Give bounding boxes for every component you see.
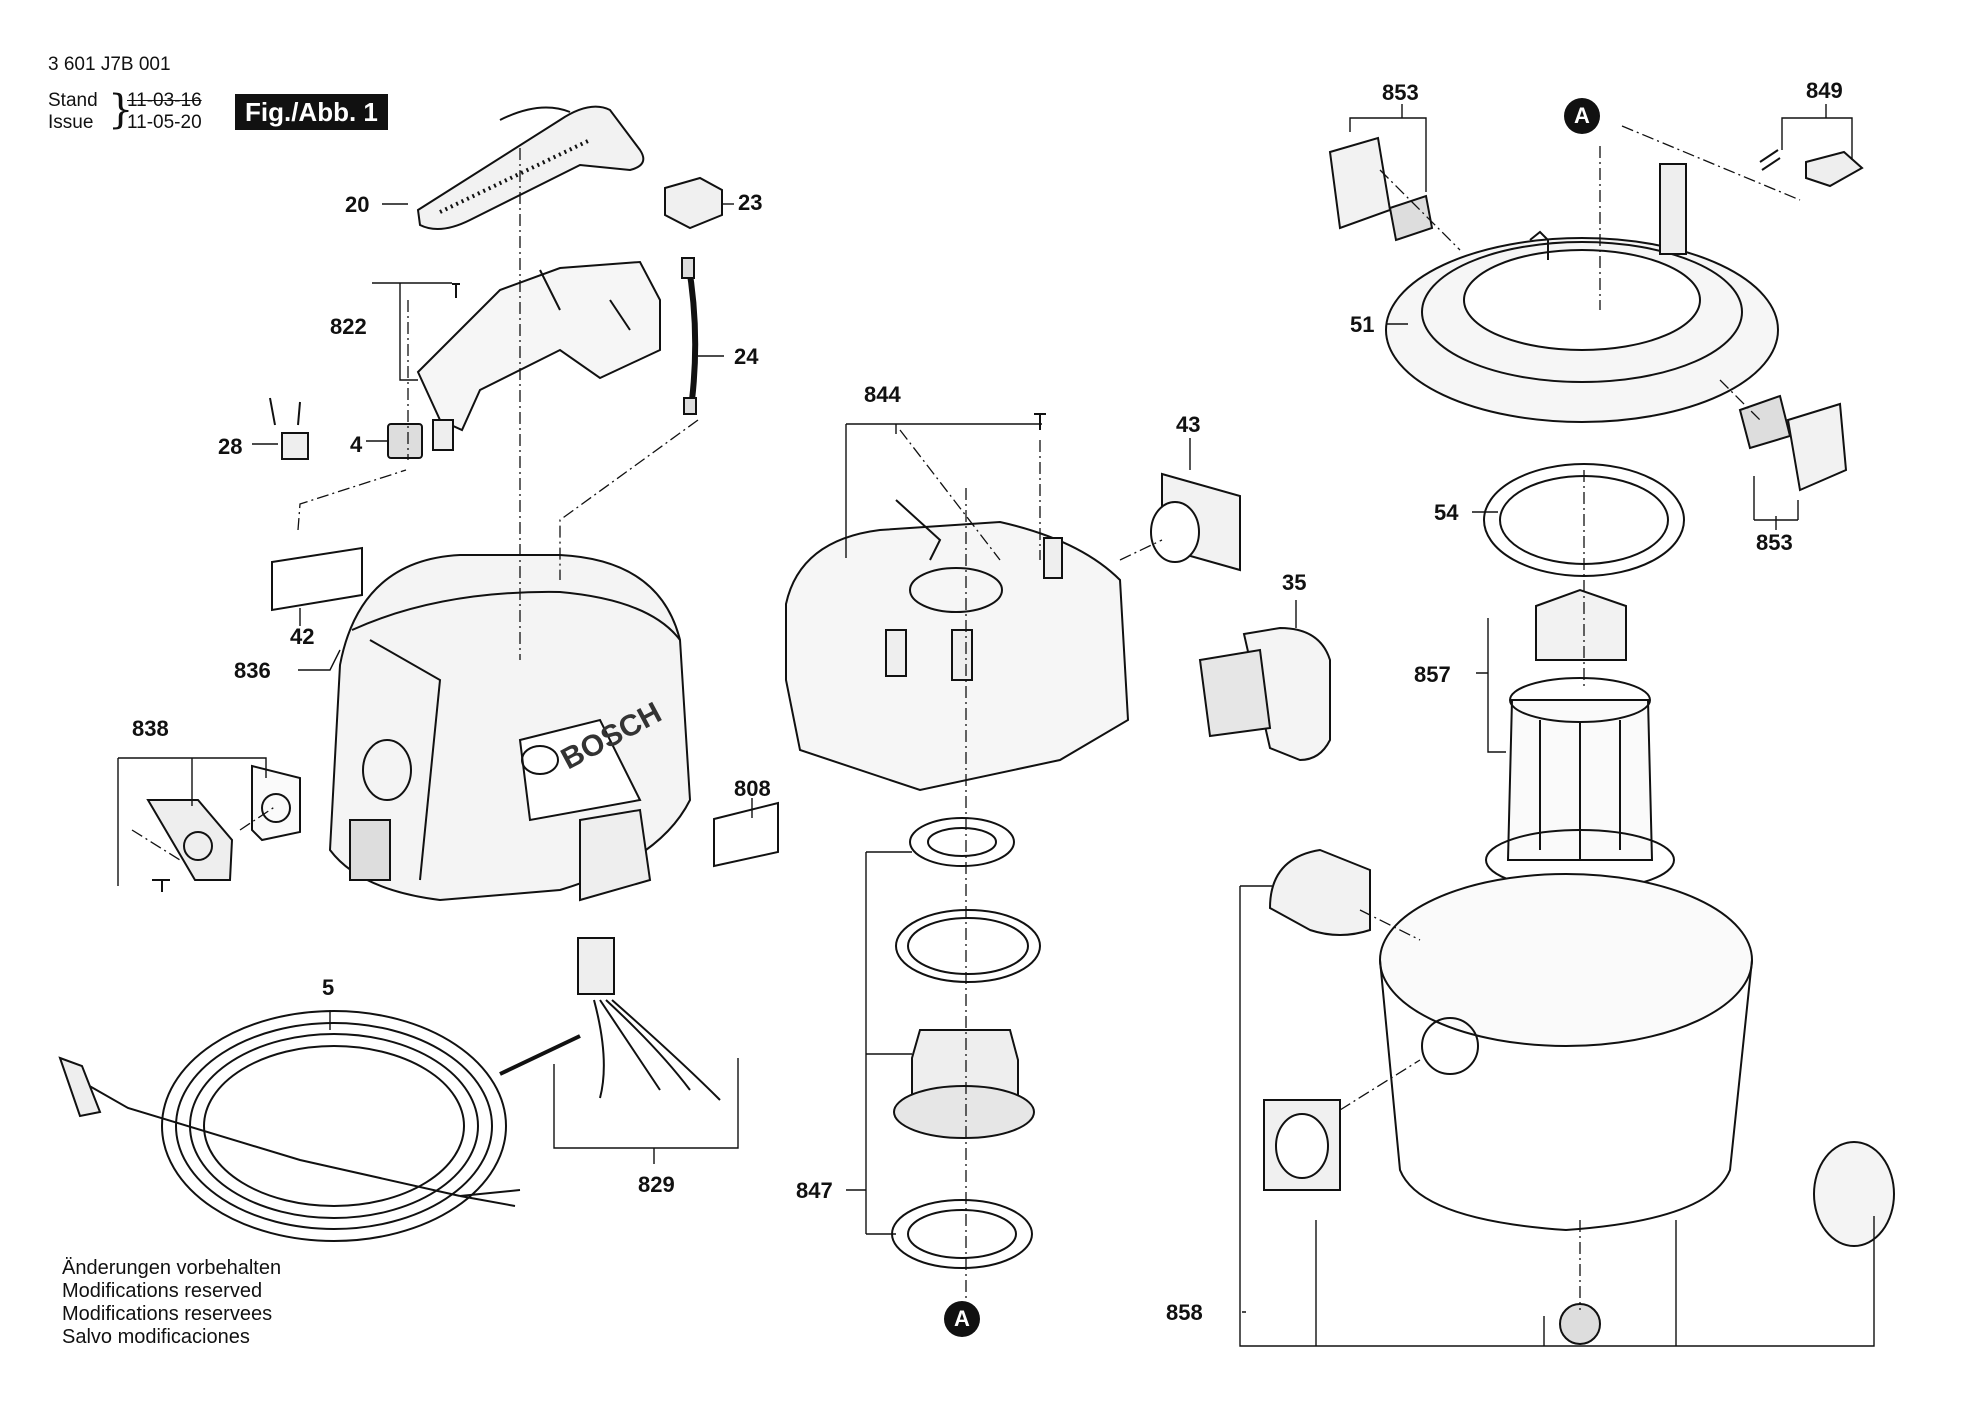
part-label-838: 838	[132, 716, 169, 741]
issue-date: 11-05-20	[127, 112, 202, 133]
brace-glyph: }	[108, 87, 134, 133]
part-label-808: 808	[734, 776, 771, 801]
note-spanish: Salvo modificaciones	[62, 1326, 250, 1348]
part-label-42: 42	[290, 624, 314, 649]
power-cord	[58, 1010, 521, 1242]
modification-notes: Änderungen vorbehalten Modifications res…	[62, 1257, 281, 1349]
knob-cap	[664, 176, 723, 230]
rod	[681, 257, 699, 415]
switch	[387, 423, 423, 459]
reference-marker-top: A	[1564, 98, 1600, 134]
screw-844	[1034, 413, 1046, 430]
motor-cover	[785, 499, 1130, 792]
grille-cover	[1198, 626, 1331, 762]
document-number: 3 601 J7B 001	[48, 54, 171, 75]
part-label-822: 822	[330, 314, 367, 339]
part-label-51: 51	[1350, 312, 1374, 337]
motor-housing	[328, 554, 692, 902]
part-label-847: 847	[796, 1178, 833, 1203]
filter-cage	[1485, 588, 1675, 891]
part-label-35: 35	[1282, 570, 1306, 595]
part-label-853-lower: 853	[1756, 530, 1793, 555]
screw-822	[452, 283, 460, 298]
issue-label: Issue	[48, 112, 94, 133]
socket-assembly	[146, 764, 301, 892]
note-english: Modifications reserved	[62, 1280, 263, 1302]
stand-label: Stand	[48, 90, 98, 111]
part-label-23: 23	[738, 190, 762, 215]
stand-date: 11-03-16	[127, 90, 202, 111]
motor-unit	[893, 1029, 1035, 1139]
note-french: Modifications reservees	[62, 1303, 273, 1325]
part-label-24: 24	[734, 344, 759, 369]
part-label-853-upper: 853	[1382, 80, 1419, 105]
figure-label: Fig./Abb. 1	[235, 94, 388, 130]
seal-ring-lower	[891, 1199, 1033, 1269]
part-label-849: 849	[1806, 78, 1843, 103]
container-tank	[1263, 848, 1895, 1345]
wiring-harness	[499, 937, 721, 1101]
part-label-4: 4	[350, 432, 363, 457]
reference-marker-top-label: A	[1574, 103, 1590, 128]
filter-adapter	[1150, 472, 1241, 572]
part-label-28: 28	[218, 434, 242, 459]
clip	[1759, 149, 1864, 188]
part-label-836: 836	[234, 658, 271, 683]
label-sticker-808	[713, 801, 779, 868]
seal-ring-middle	[895, 909, 1041, 983]
handle-frame	[416, 260, 661, 451]
note-german: Änderungen vorbehalten	[62, 1257, 282, 1279]
handle-grip	[416, 105, 645, 230]
label-sticker-42	[271, 546, 363, 612]
reference-marker-bottom: A	[944, 1301, 980, 1337]
container-lid	[1385, 163, 1779, 423]
part-label-829: 829	[638, 1172, 675, 1197]
latch-lower	[1738, 394, 1848, 492]
part-label-54: 54	[1434, 500, 1459, 525]
part-label-844: 844	[864, 382, 901, 407]
part-label-20: 20	[345, 192, 369, 217]
carbon-brush	[269, 397, 309, 460]
reference-marker-bottom-label: A	[954, 1306, 970, 1331]
part-label-5: 5	[322, 975, 334, 1000]
part-label-858: 858	[1166, 1300, 1203, 1325]
part-label-43: 43	[1176, 412, 1200, 437]
latch-upper	[1328, 136, 1434, 242]
seal-ring-upper	[909, 817, 1015, 867]
part-label-857: 857	[1414, 662, 1451, 687]
